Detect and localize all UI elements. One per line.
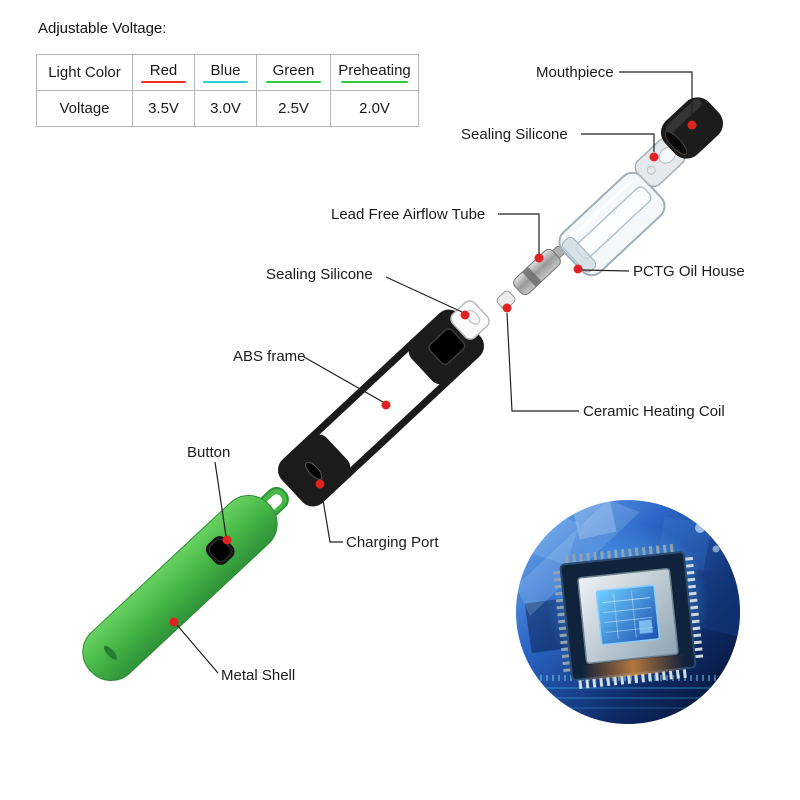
label-lead-free-airflow-tube: Lead Free Airflow Tube <box>331 206 486 223</box>
underline-blue <box>203 81 248 83</box>
marker-dot-button <box>222 535 232 545</box>
leader-charging-port <box>320 487 343 543</box>
abs-frame-part <box>278 309 484 507</box>
marker-dot-sealing-silicone-top <box>649 152 659 162</box>
leader-sealing-silicone-top <box>581 133 655 152</box>
color-label-preheating: Preheating <box>338 62 411 79</box>
marker-dot-ceramic-heating-coil <box>502 303 512 313</box>
light-color-row: Light Color Red Blue Green Preheating <box>36 54 419 91</box>
underline-red <box>141 81 186 83</box>
leader-lines <box>176 71 693 674</box>
label-sealing-silicone-top: Sealing Silicone <box>461 126 568 143</box>
table-cell-color-blue: Blue <box>194 54 257 91</box>
charging-port-part <box>281 434 351 503</box>
marker-dot-pctg-oil-house <box>573 264 583 274</box>
label-charging-port: Charging Port <box>346 534 439 551</box>
voltage-row: Voltage 3.5V 3.0V 2.5V 2.0V <box>36 90 419 127</box>
leader-sealing-silicone-mid <box>385 276 463 313</box>
marker-dot-mouthpiece <box>687 120 697 130</box>
ceramic-heating-coil-part <box>496 290 516 310</box>
color-label-green: Green <box>272 62 315 79</box>
voltage-table: Light Color Red Blue Green Preheating Vo… <box>36 54 419 127</box>
leader-button <box>214 461 227 537</box>
leader-metal-shell <box>176 624 219 674</box>
label-metal-shell: Metal Shell <box>221 667 296 684</box>
leader-pctg-oil-house <box>581 269 630 272</box>
label-ceramic-heating-coil: Ceramic Heating Coil <box>583 403 725 420</box>
airflow-tube-part <box>513 245 565 296</box>
label-button: Button <box>187 444 231 461</box>
underline-green <box>265 81 322 83</box>
color-label-blue: Blue <box>210 62 241 79</box>
marker-dots <box>169 120 697 627</box>
marker-dot-metal-shell <box>169 617 179 627</box>
table-header-voltage: Voltage <box>36 90 133 127</box>
underline-preheating <box>340 81 409 83</box>
leader-mouthpiece <box>619 71 693 120</box>
leader-airflow-tube <box>498 213 540 254</box>
marker-dot-charging-port <box>315 479 325 489</box>
table-cell-color-preheating: Preheating <box>330 54 419 91</box>
table-cell-voltage-green: 2.5V <box>256 90 331 127</box>
label-abs-frame: ABS frame <box>233 348 306 365</box>
table-cell-voltage-blue: 3.0V <box>194 90 257 127</box>
marker-dot-airflow-tube <box>534 253 544 263</box>
metal-shell-part <box>82 486 289 682</box>
color-label-red: Red <box>149 62 178 79</box>
chip-photo <box>516 500 740 724</box>
table-cell-color-green: Green <box>256 54 331 91</box>
pctg-oil-house-part <box>558 171 666 277</box>
label-sealing-silicone-mid: Sealing Silicone <box>266 266 373 283</box>
label-mouthpiece: Mouthpiece <box>536 64 614 81</box>
marker-dot-sealing-silicone-mid <box>460 310 470 320</box>
leader-ceramic-heating-coil <box>506 312 579 412</box>
table-cell-color-red: Red <box>132 54 195 91</box>
page-title: Adjustable Voltage: <box>38 20 167 37</box>
table-header-light-color: Light Color <box>36 54 133 91</box>
leader-abs-frame <box>303 356 384 403</box>
table-cell-voltage-preheating: 2.0V <box>330 90 419 127</box>
marker-dot-abs-frame <box>381 400 391 410</box>
table-cell-voltage-red: 3.5V <box>132 90 195 127</box>
label-pctg-oil-house: PCTG Oil House <box>633 263 745 280</box>
